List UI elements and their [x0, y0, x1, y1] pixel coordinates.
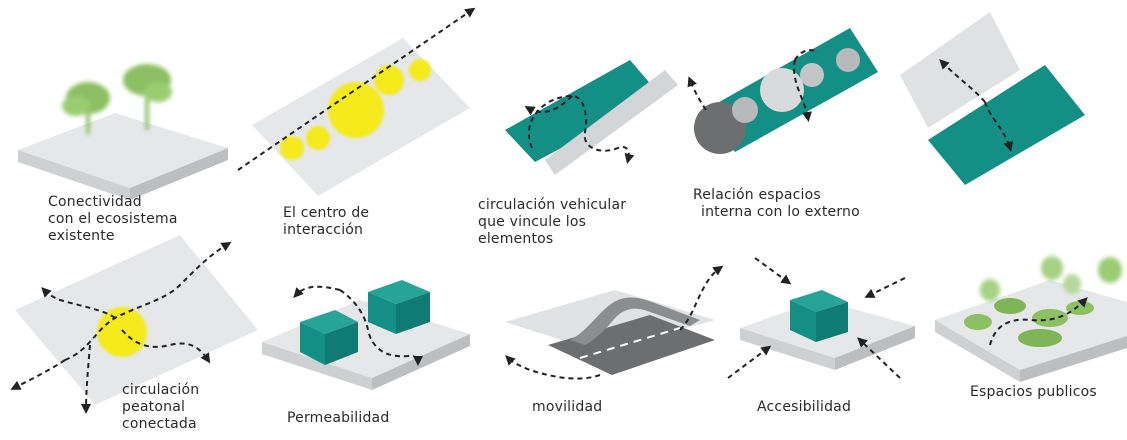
- slab-top: [262, 300, 470, 378]
- dashed-arrow: [10, 359, 66, 390]
- slab-side: [18, 150, 130, 200]
- dashed-arrow: [527, 94, 635, 164]
- label-line: peatonal: [122, 399, 186, 415]
- relacion-diagram: [687, 28, 878, 154]
- grey-band: [900, 12, 1020, 128]
- movilidad-diagram: [505, 265, 724, 380]
- dashed-arrow: [864, 277, 906, 298]
- road: [548, 315, 715, 375]
- slab-top: [18, 113, 228, 188]
- grey-circle: [836, 48, 860, 72]
- dashed-arrow: [793, 59, 812, 122]
- light-circle: [760, 68, 804, 112]
- tree-icon: [62, 82, 110, 134]
- slab-side: [935, 320, 1020, 382]
- dashed-arrow: [679, 265, 724, 331]
- espacios-publicos-diagram: [935, 256, 1127, 382]
- label-line: Accesibilidad: [757, 399, 852, 415]
- teal-band: [505, 60, 660, 162]
- grey-circle: [800, 63, 824, 87]
- label-relacion: Relación espacios interna con lo externo: [693, 187, 860, 221]
- label-espacios-publicos: Espacios publicos: [970, 384, 1097, 401]
- label-permeabilidad: Permeabilidad: [287, 410, 389, 427]
- label-line: interacción: [283, 222, 364, 238]
- dashed-arrow: [505, 355, 601, 380]
- label-movilidad: movilidad: [532, 399, 602, 416]
- dashed-arrow: [754, 257, 792, 285]
- circulacion-peatonal-diagram: [10, 235, 258, 414]
- label-line: Relación espacios: [693, 187, 821, 203]
- label-line: que vincule los: [478, 214, 587, 230]
- yellow-circles: [280, 59, 431, 160]
- teal-cube: [790, 290, 848, 342]
- label-line: movilidad: [532, 399, 603, 415]
- teal-cube: [368, 280, 430, 334]
- label-line: existente: [48, 228, 115, 244]
- slab-side: [1020, 336, 1127, 382]
- dashed-arrow: [121, 329, 211, 364]
- label-line: El centro de: [283, 205, 370, 221]
- dashed-arrow: [41, 287, 116, 319]
- conectividad-diagram: [18, 64, 228, 200]
- label-line: Espacios publicos: [970, 384, 1097, 400]
- dashed-arrow: [293, 285, 341, 298]
- label-line: Conectividad: [48, 194, 142, 210]
- grey-band: [545, 70, 678, 175]
- teal-band: [928, 65, 1085, 185]
- label-line: circulación vehicular: [478, 197, 627, 213]
- label-centro: El centro de interacción: [283, 205, 369, 239]
- slab-side: [740, 328, 835, 370]
- dashed-arrow: [237, 7, 476, 171]
- dashed-arrow: [687, 76, 707, 111]
- label-line: interna con lo externo: [701, 204, 860, 220]
- label-line: elementos: [478, 231, 554, 247]
- permeabilidad-diagram: [262, 280, 470, 390]
- dashed-arrow: [339, 289, 423, 366]
- dashed-arrow: [524, 95, 573, 116]
- centro-diagram: [237, 7, 476, 196]
- label-circulacion-peatonal: circulación peatonal conectada: [122, 382, 199, 433]
- road-marking: [579, 327, 681, 359]
- label-accesibilidad: Accesibilidad: [757, 399, 851, 416]
- dashed-arrow: [64, 241, 232, 361]
- tree-icon: [980, 256, 1122, 301]
- label-line: circulación: [122, 382, 200, 398]
- slab-side: [262, 342, 372, 390]
- tree-icon: [123, 64, 172, 130]
- dashed-arrow: [727, 345, 772, 379]
- dashed-arrow: [939, 59, 986, 103]
- label-line: Permeabilidad: [287, 410, 390, 426]
- label-conectividad: Conectividad con el ecosistema existente: [48, 194, 178, 245]
- yellow-circle: [97, 307, 147, 357]
- slab-side: [835, 326, 915, 370]
- slab-side: [130, 148, 228, 200]
- direcciones-diagram: [900, 12, 1085, 185]
- teal-cube: [300, 310, 358, 365]
- label-circulacion-vehicular: circulación vehicular que vincule los el…: [478, 197, 626, 248]
- accesibilidad-diagram: [727, 257, 915, 379]
- label-line: conectada: [122, 416, 197, 432]
- dashed-arrow: [984, 101, 1014, 152]
- circulacion-vehicular-diagram: [505, 60, 678, 175]
- dashed-arrow: [857, 337, 901, 379]
- label-line: con el ecosistema: [48, 211, 178, 227]
- bridge: [570, 297, 700, 345]
- grey-circle: [732, 97, 758, 123]
